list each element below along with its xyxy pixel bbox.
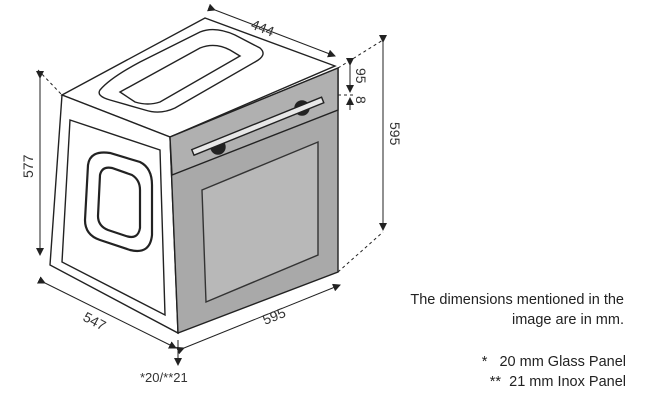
dimension-lines <box>36 3 387 366</box>
label-panel-thickness: *20/**21 <box>140 370 188 385</box>
door-window <box>201 140 319 304</box>
units-note-line1: The dimensions mentioned in the <box>410 292 624 308</box>
footnote-glass: * 20 mm Glass Panel <box>482 352 626 372</box>
label-8: 8 <box>353 96 369 104</box>
footnote-mark: ** <box>489 374 502 390</box>
label-595-height: 595 <box>387 122 403 146</box>
footnote-text: 20 mm Glass Panel <box>499 354 626 370</box>
footnote-text: 21 mm Inox Panel <box>509 374 626 390</box>
door-handle <box>190 96 325 157</box>
oven-body <box>49 17 339 335</box>
label-95: 95 <box>353 68 369 84</box>
label-577: 577 <box>20 154 36 178</box>
units-note: The dimensions mentioned in the image ar… <box>410 290 624 330</box>
dimension-labels: 444 577 547 595 595 95 8 *20/**21 <box>20 16 403 385</box>
footnote-mark: * <box>481 354 488 370</box>
units-note-line2: image are in mm. <box>511 312 624 328</box>
footnote-inox: ** 21 mm Inox Panel <box>482 372 626 392</box>
footnotes: * 20 mm Glass Panel ** 21 mm Inox Panel <box>482 352 626 392</box>
